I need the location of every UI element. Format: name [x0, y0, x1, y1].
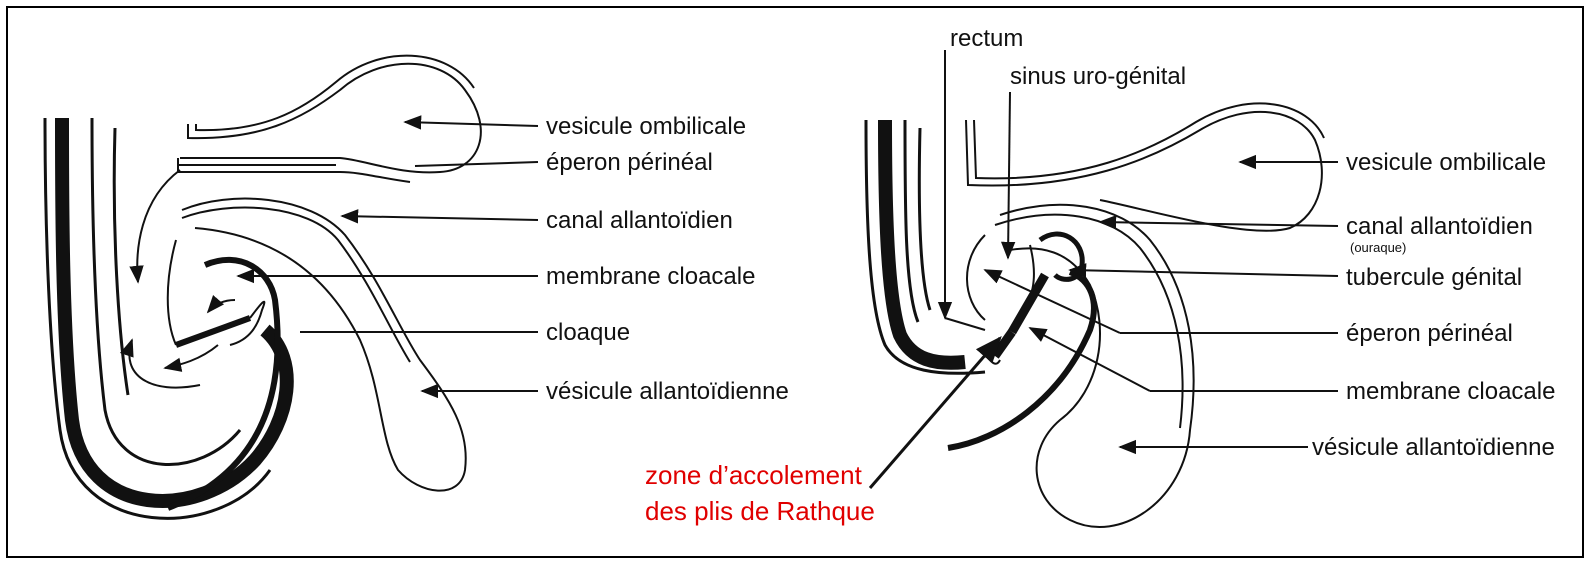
label-right-tubercule-genital: tubercule génital — [1346, 264, 1522, 291]
label-left-canal-allantoidien: canal allantoïdien — [546, 207, 733, 234]
annotation-plis-rathque: des plis de Rathque — [645, 496, 875, 526]
label-left-vesicule-ombilicale: vesicule ombilicale — [546, 113, 746, 140]
label-right-canal-allantoidien: canal allantoïdien — [1346, 213, 1533, 240]
label-right-eperon-perineal: éperon périnéal — [1346, 320, 1513, 347]
label-right-membrane-cloacale: membrane cloacale — [1346, 378, 1555, 405]
right-leader-lines — [870, 50, 1338, 488]
label-right-vesicule-ombilicale: vesicule ombilicale — [1346, 149, 1546, 176]
annotation-zone-accolement: zone d’accolement — [645, 460, 863, 490]
label-left-vesicule-allantoidienne: vésicule allantoïdienne — [546, 378, 789, 405]
label-left-cloaque: cloaque — [546, 319, 630, 346]
label-left-eperon-perineal: éperon périnéal — [546, 149, 713, 176]
right-embryo-drawing — [866, 103, 1324, 527]
label-right-ouraque: (ouraque) — [1350, 240, 1406, 255]
left-embryo-drawing — [45, 56, 481, 519]
label-right-rectum: rectum — [950, 25, 1023, 52]
label-left-membrane-cloacale: membrane cloacale — [546, 263, 755, 290]
label-right-sinus-uro-genital: sinus uro-génital — [1010, 63, 1186, 90]
label-right-vesicule-allantoidienne: vésicule allantoïdienne — [1312, 434, 1555, 461]
